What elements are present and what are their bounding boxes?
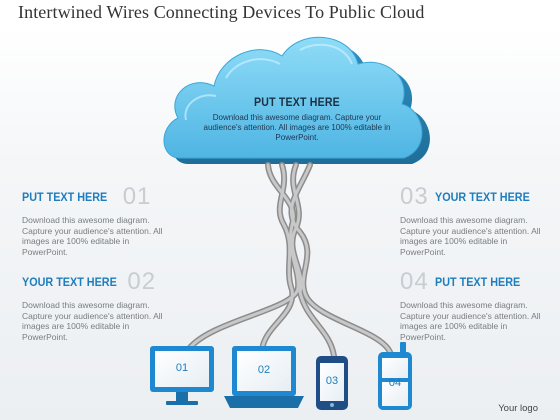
block-heading: PUT TEXT HERE [22, 190, 108, 204]
smartphone-icon [316, 356, 348, 410]
cloud-body: Download this awesome diagram. Capture y… [203, 113, 391, 142]
block-number: 04 [400, 268, 429, 295]
block-body: Download this awesome diagram. Capture y… [400, 215, 541, 257]
monitor-icon [150, 346, 214, 405]
intertwined-wires [185, 162, 393, 359]
cloud-heading: PUT TEXT HERE [254, 97, 340, 109]
slide-title: Intertwined Wires Connecting Devices To … [18, 2, 425, 22]
text-block-03: 03 YOUR TEXT HERE Download this awesome … [400, 183, 550, 257]
device-label-04: 04 [388, 377, 402, 389]
block-body: Download this awesome diagram. Capture y… [22, 300, 163, 342]
block-heading: YOUR TEXT HERE [22, 275, 117, 289]
device-label-01: 01 [175, 362, 189, 374]
cloud-text: PUT TEXT HERE Download this awesome diag… [202, 97, 392, 143]
device-label-03: 03 [325, 375, 339, 387]
cloud-shape [163, 36, 430, 164]
text-block-02: YOUR TEXT HERE 02 Download this awesome … [22, 268, 172, 342]
block-heading: YOUR TEXT HERE [434, 190, 530, 204]
block-number: 01 [122, 183, 152, 210]
text-block-01: PUT TEXT HERE 01 Download this awesome d… [22, 183, 172, 257]
block-body: Download this awesome diagram. Capture y… [400, 300, 541, 342]
block-number: 03 [400, 183, 429, 210]
text-block-04: 04 PUT TEXT HERE Download this awesome d… [400, 268, 550, 342]
laptop-icon [224, 346, 304, 408]
logo-placeholder: Your logo [498, 403, 538, 414]
block-number: 02 [127, 268, 157, 295]
block-body: Download this awesome diagram. Capture y… [22, 215, 163, 257]
block-heading: PUT TEXT HERE [434, 275, 520, 289]
device-label-02: 02 [257, 364, 271, 376]
mobile-phone-icon [378, 342, 412, 410]
